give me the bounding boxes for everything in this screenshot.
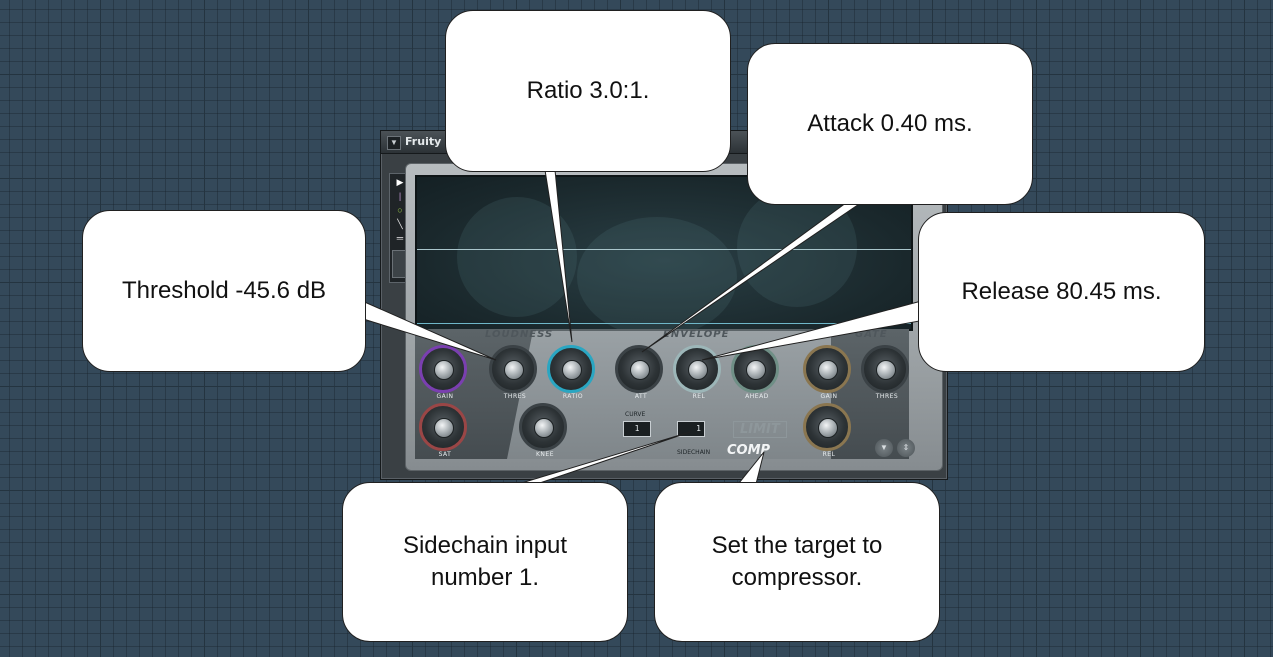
gate-gain-label: GAIN [820,393,838,400]
threshold-callout: Threshold -45.6 dB [82,210,366,372]
updown-arrow-icon[interactable]: ⇕ [897,439,915,457]
attack-label: ATT [634,393,648,400]
transfer-curve [417,249,911,250]
threshold-knob[interactable] [489,345,537,393]
gate-release-label: REL [822,451,836,458]
attack-callout: Attack 0.40 ms. [747,43,1033,205]
gain-knob[interactable] [419,345,467,393]
gate-threshold-label: THRES [875,393,899,400]
chevron-down-icon[interactable]: ▼ [875,439,893,457]
triangle-down-icon[interactable]: ▼ [387,136,401,150]
controls-area: LOUDNESS ENVELOPE GATE GAIN THRES RATIO … [415,329,915,459]
gate-gain-knob[interactable] [803,345,851,393]
knee-label: KNEE [535,451,554,458]
gain-label: GAIN [436,393,454,400]
gate-release-knob[interactable] [803,403,851,451]
ratio-knob[interactable] [547,345,595,393]
bar-icon[interactable]: | [398,191,402,201]
release-knob[interactable] [673,345,721,393]
section-loudness: LOUDNESS [485,329,554,340]
release-label: REL [692,393,706,400]
saturation-label: SAT [438,451,452,458]
equals-icon[interactable]: ═ [396,233,404,243]
background-decoration [737,187,857,307]
release-callout: Release 80.45 ms. [918,212,1205,372]
lookahead-label: AHEAD [745,393,769,400]
limit-mode-button[interactable]: LIMIT [733,421,787,438]
curve-icon[interactable]: ╲ [397,219,403,229]
sidechain-callout: Sidechain input number 1. [342,482,628,642]
target-callout: Set the target to compressor. [654,482,940,642]
lookahead-knob[interactable] [731,345,779,393]
plugin-title: Fruity Li [405,135,456,148]
play-icon[interactable]: ▶ [396,177,404,187]
threshold-label: THRES [503,393,527,400]
comp-mode-button[interactable]: COMP [727,443,771,458]
saturation-knob[interactable] [419,403,467,451]
section-gate: GATE [855,329,888,340]
background-decoration [577,217,737,337]
background-decoration [457,197,577,317]
curve-selector[interactable]: 1 [623,421,651,437]
level-line [417,323,911,324]
sidechain-selector[interactable]: 1 [677,421,705,437]
attack-knob[interactable] [615,345,663,393]
ratio-callout: Ratio 3.0:1. [445,10,731,172]
curve-label: CURVE [625,411,646,418]
sidechain-label: SIDECHAIN [677,449,711,456]
section-envelope: ENVELOPE [663,329,730,340]
ratio-label: RATIO [562,393,584,400]
knee-knob[interactable] [519,403,567,451]
circle-icon[interactable]: ○ [397,205,403,215]
gate-threshold-knob[interactable] [861,345,909,393]
